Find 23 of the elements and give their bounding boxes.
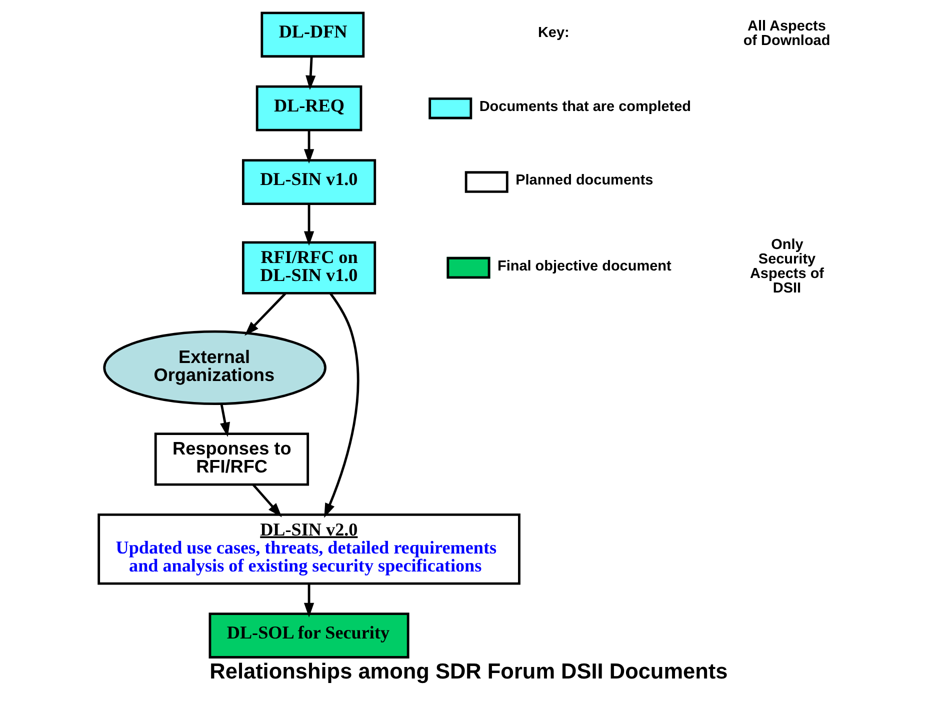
node-box: DL-SOL for Security: [208, 612, 409, 658]
arrow: [303, 204, 314, 246]
arrow: [252, 484, 282, 518]
legend-label: Planned documents: [515, 172, 653, 189]
arrow: [303, 130, 314, 164]
arrow: [324, 292, 359, 518]
label: All Aspects of Download: [742, 18, 830, 50]
node-ellipse: External Organizations: [102, 330, 326, 406]
node-box: RFI/RFC on DL-SIN v1.0: [241, 241, 376, 294]
caption: Relationships among SDR Forum DSII Documents: [209, 658, 728, 684]
arrow: [220, 403, 230, 437]
legend-label: Final objective document: [496, 258, 671, 274]
node-box: DL-REQ: [255, 85, 362, 132]
node-box: DL-SIN v2.0 Updated use cases, threats, detailed requirements and analysis of existing security specifications: [97, 514, 520, 585]
node-box: DL-SIN v1.0: [241, 159, 376, 205]
label: Only Security Aspects of DSII: [749, 237, 824, 297]
legend-label: Documents that are completed: [478, 98, 691, 115]
arrow: [305, 56, 316, 90]
node-box: Responses to RFI/RFC: [154, 432, 309, 486]
arrow: [303, 584, 314, 618]
node-box: DL-DFN: [260, 12, 364, 58]
arrow: [244, 292, 286, 336]
label: Key:: [537, 25, 569, 42]
